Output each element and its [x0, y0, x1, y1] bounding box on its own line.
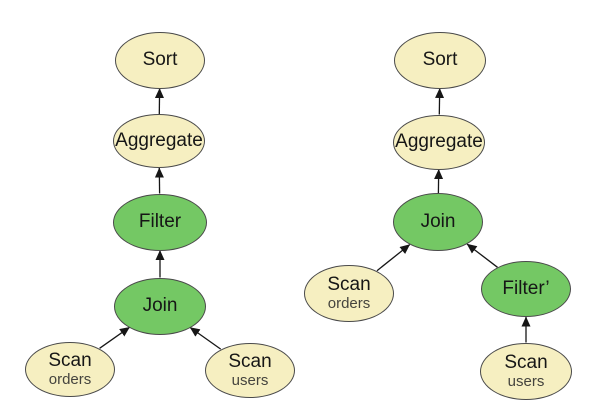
- edge-tree-left-scan-users-to-join: [189, 326, 222, 350]
- node-label: Scan: [228, 350, 272, 372]
- edge-tree-left-scan-orders-to-join: [99, 326, 130, 349]
- node-label: Join: [420, 211, 456, 233]
- node-sublabel: orders: [327, 294, 371, 312]
- node-tree-right-aggregate: Aggregate: [393, 114, 485, 170]
- node-tree-right-filter: Filter’: [481, 261, 571, 317]
- node-tree-left-sort: Sort: [115, 31, 205, 89]
- edges-group: [99, 88, 531, 350]
- node-tree-right-join: Join: [393, 193, 483, 251]
- node-label: Aggregate: [115, 130, 203, 152]
- node-tree-left-aggregate: Aggregate: [113, 114, 205, 168]
- node-label: Join: [142, 295, 178, 317]
- node-sublabel: users: [231, 371, 269, 389]
- node-tree-left-join: Join: [114, 277, 206, 335]
- node-tree-right-sort: Sort: [394, 31, 486, 89]
- edge-tree-right-scan-orders-to-join: [376, 244, 411, 272]
- edge-tree-right-filter-to-join: [466, 243, 498, 268]
- node-label: Scan: [327, 273, 371, 295]
- node-label: Sort: [142, 49, 178, 71]
- node-label: Filter: [138, 211, 182, 233]
- node-label: Filter’: [502, 278, 550, 300]
- node-label: Scan: [504, 351, 548, 373]
- node-sublabel: orders: [48, 370, 92, 388]
- node-label: Sort: [422, 49, 458, 71]
- node-label: Aggregate: [395, 131, 483, 153]
- node-sublabel: users: [507, 372, 545, 390]
- node-label: Scan: [48, 349, 92, 371]
- node-tree-left-filter: Filter: [113, 193, 207, 251]
